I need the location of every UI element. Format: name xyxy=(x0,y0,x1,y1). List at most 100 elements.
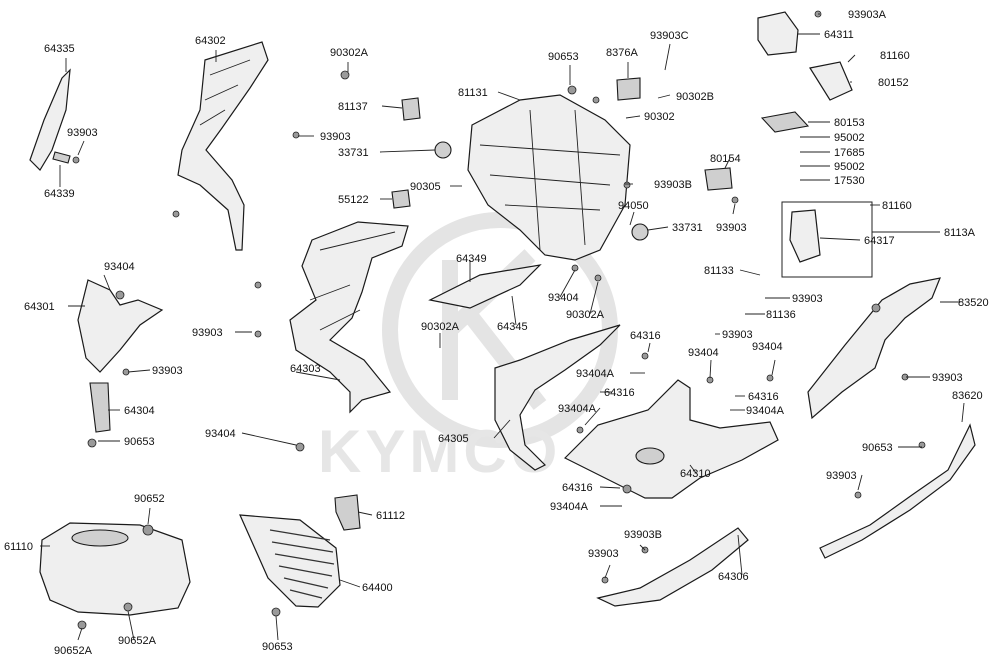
label-93903: 93903 xyxy=(320,131,351,143)
fasteners xyxy=(72,10,926,630)
part-83620 xyxy=(819,423,976,559)
label-90652A: 90652A xyxy=(118,635,157,647)
part-64304 xyxy=(89,382,111,433)
part-64302 xyxy=(177,41,269,251)
assembly-box-8113A xyxy=(781,201,873,278)
part-81131 xyxy=(467,94,631,261)
label-55122: 55122 xyxy=(338,194,369,206)
label-81160: 81160 xyxy=(880,50,910,62)
label-64302: 64302 xyxy=(195,35,226,47)
label-80153: 80153 xyxy=(834,117,865,129)
label-17530: 17530 xyxy=(834,175,865,187)
part-33731-top xyxy=(434,141,452,159)
label-81137: 81137 xyxy=(338,101,368,113)
label-93903: 93903 xyxy=(152,365,183,377)
label-90652: 90652 xyxy=(134,493,165,505)
label-93903C: 93903C xyxy=(650,30,689,42)
label-93903: 93903 xyxy=(932,372,963,384)
part-64310 xyxy=(563,379,779,499)
label-93903: 93903 xyxy=(67,127,98,139)
label-93404A: 93404A xyxy=(550,501,589,513)
label-64339: 64339 xyxy=(44,188,75,200)
floor-drain xyxy=(635,447,665,465)
label-64305: 64305 xyxy=(438,433,469,445)
part-64311 xyxy=(757,11,799,56)
label-61112: 61112 xyxy=(376,510,405,522)
label-64311: 64311 xyxy=(824,29,854,41)
label-93404A: 93404A xyxy=(558,403,597,415)
label-81133: 81133 xyxy=(704,265,734,277)
label-93903: 93903 xyxy=(192,327,223,339)
label-80154: 80154 xyxy=(710,153,741,165)
label-93404: 93404 xyxy=(688,347,719,359)
label-93903B: 93903B xyxy=(624,529,662,541)
label-93903: 93903 xyxy=(722,329,753,341)
part-64303 xyxy=(289,221,409,414)
label-64316: 64316 xyxy=(562,482,593,494)
part-80154 xyxy=(704,167,733,191)
label-33731: 33731 xyxy=(672,222,703,234)
part-33731-right xyxy=(631,223,649,241)
label-90652A: 90652A xyxy=(54,645,93,657)
part-55122 xyxy=(391,189,411,209)
part-61112 xyxy=(334,494,361,531)
label-64304: 64304 xyxy=(124,405,155,417)
label-95002: 95002 xyxy=(834,161,865,173)
part-64306 xyxy=(596,527,749,607)
label-90653: 90653 xyxy=(548,51,579,63)
label-64335: 64335 xyxy=(44,43,75,55)
grille-slots xyxy=(269,529,335,599)
label-93903A: 93903A xyxy=(848,9,887,21)
part-64301 xyxy=(77,279,164,373)
label-64316: 64316 xyxy=(604,387,635,399)
label-64400: 64400 xyxy=(362,582,393,594)
label-93404: 93404 xyxy=(752,341,783,353)
label-93903: 93903 xyxy=(716,222,747,234)
label-80152: 80152 xyxy=(878,77,909,89)
label-93903B: 93903B xyxy=(654,179,692,191)
label-95002: 95002 xyxy=(834,132,865,144)
label-90653: 90653 xyxy=(124,436,155,448)
label-94050: 94050 xyxy=(618,200,649,212)
label-64345: 64345 xyxy=(497,321,528,333)
part-61110 xyxy=(39,522,191,616)
part-80153 xyxy=(760,111,810,133)
label-33731: 33731 xyxy=(338,147,369,159)
label-64303: 64303 xyxy=(290,363,321,375)
label-17685: 17685 xyxy=(834,147,865,159)
label-93404: 93404 xyxy=(104,261,135,273)
label-81131: 81131 xyxy=(458,87,488,99)
label-93903: 93903 xyxy=(792,293,823,305)
label-64316: 64316 xyxy=(630,330,661,342)
leader-lines xyxy=(40,13,965,641)
label-93404: 93404 xyxy=(205,428,236,440)
label-93404A: 93404A xyxy=(746,405,785,417)
label-64306: 64306 xyxy=(718,571,749,583)
part-8376A xyxy=(616,77,641,101)
label-90302: 90302 xyxy=(644,111,675,123)
fuel-tank-cap-area xyxy=(71,529,129,547)
label-93404A: 93404A xyxy=(576,368,615,380)
label-90302A: 90302A xyxy=(330,47,369,59)
part-64335 xyxy=(29,68,71,171)
label-64310: 64310 xyxy=(680,468,711,480)
label-93404: 93404 xyxy=(548,292,579,304)
part-83520 xyxy=(807,277,941,420)
part-number-labels: 64335 64339 93903 64302 90302A 81137 939… xyxy=(4,9,989,657)
label-93903: 93903 xyxy=(588,548,619,560)
label-90302A: 90302A xyxy=(566,309,605,321)
part-64400 xyxy=(239,514,341,608)
part-80152 xyxy=(809,61,853,101)
part-64305 xyxy=(494,324,621,471)
part-81137 xyxy=(401,97,421,121)
part-64349 xyxy=(428,264,542,309)
label-90305: 90305 xyxy=(410,181,441,193)
label-64301: 64301 xyxy=(24,301,55,313)
label-90653: 90653 xyxy=(862,442,893,454)
label-64317: 64317 xyxy=(864,235,895,247)
label-83620: 83620 xyxy=(952,390,983,402)
label-61110: 61110 xyxy=(4,541,33,553)
label-8113A: 8113A xyxy=(944,227,976,239)
